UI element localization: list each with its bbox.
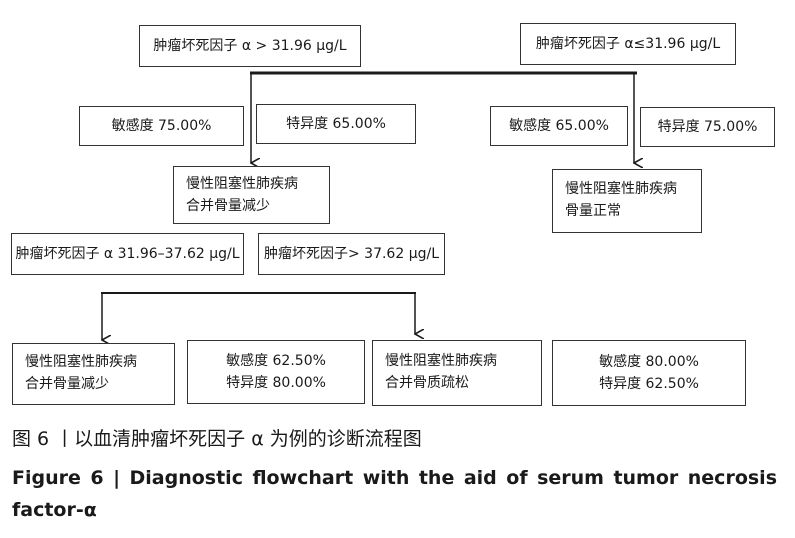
high-specificity-label: 特异度 65.00% xyxy=(286,116,386,132)
mid-range-label: 肿瘤坏死因子 α 31.96–37.62 μg/L xyxy=(15,246,240,262)
upper-result-line-2: 合并骨质疏松 xyxy=(385,375,469,391)
upper-stats-box: 敏感度 80.00% 特异度 62.50% xyxy=(552,340,746,406)
low-result-line-1: 慢性阻塞性肺疾病 xyxy=(565,181,677,197)
figure-caption-chinese: 图 6 丨以血清肿瘤坏死因子 α 为例的诊断流程图 xyxy=(12,428,422,450)
root-low-label: 肿瘤坏死因子 α≤31.96 μg/L xyxy=(535,36,721,52)
upper-result-line-1: 慢性阻塞性肺疾病 xyxy=(385,353,497,369)
high-result-line-2: 合并骨量减少 xyxy=(186,198,270,214)
mid-range-box: 肿瘤坏死因子 α 31.96–37.62 μg/L xyxy=(11,233,244,275)
mid-result-box: 慢性阻塞性肺疾病 合并骨量减少 xyxy=(12,343,175,405)
upper-range-label: 肿瘤坏死因子> 37.62 μg/L xyxy=(263,246,440,262)
root-high-box: 肿瘤坏死因子 α > 31.96 μg/L xyxy=(139,25,361,67)
upper-stats-line-1: 敏感度 80.00% xyxy=(599,354,699,370)
low-specificity-label: 特异度 75.00% xyxy=(657,119,758,135)
root-high-label: 肿瘤坏死因子 α > 31.96 μg/L xyxy=(153,38,347,54)
low-specificity-box: 特异度 75.00% xyxy=(640,107,775,147)
mid-stats-line-1: 敏感度 62.50% xyxy=(226,353,326,369)
low-sensitivity-label: 敏感度 65.00% xyxy=(509,118,609,134)
high-result-box: 慢性阻塞性肺疾病 合并骨量减少 xyxy=(173,166,330,224)
low-result-box: 慢性阻塞性肺疾病 骨量正常 xyxy=(552,169,702,233)
upper-result-box: 慢性阻塞性肺疾病 合并骨质疏松 xyxy=(372,340,542,406)
mid-result-line-1: 慢性阻塞性肺疾病 xyxy=(25,354,137,370)
low-sensitivity-box: 敏感度 65.00% xyxy=(490,106,628,146)
high-specificity-box: 特异度 65.00% xyxy=(256,104,416,144)
high-sensitivity-box: 敏感度 75.00% xyxy=(79,106,244,146)
upper-stats-line-2: 特异度 62.50% xyxy=(599,376,699,392)
mid-result-line-2: 合并骨量减少 xyxy=(25,376,109,392)
figure-caption-english: Figure 6 | Diagnostic flowchart with the… xyxy=(12,467,777,521)
upper-range-box: 肿瘤坏死因子> 37.62 μg/L xyxy=(258,233,445,275)
high-sensitivity-label: 敏感度 75.00% xyxy=(111,118,212,134)
high-result-line-1: 慢性阻塞性肺疾病 xyxy=(186,176,298,192)
root-low-box: 肿瘤坏死因子 α≤31.96 μg/L xyxy=(520,23,736,65)
mid-stats-line-2: 特异度 80.00% xyxy=(226,375,326,391)
mid-stats-box: 敏感度 62.50% 特异度 80.00% xyxy=(187,340,365,404)
low-result-line-2: 骨量正常 xyxy=(565,203,621,219)
